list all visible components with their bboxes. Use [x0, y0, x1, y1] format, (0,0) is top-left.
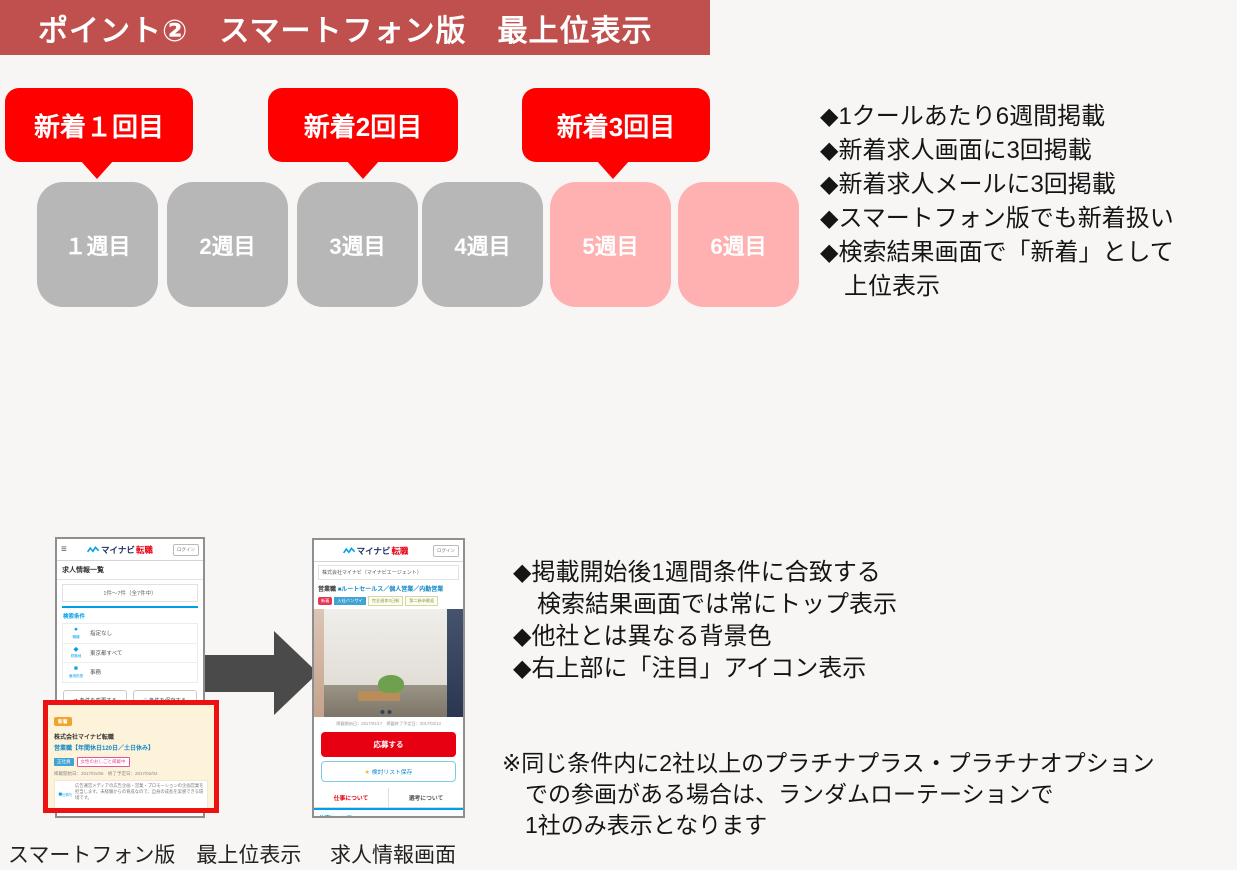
star-icon: ★ — [364, 770, 370, 776]
condition-list: ●職種 指定なし ◆勤務地 東京都すべて ■雇用形態 事務 — [62, 623, 198, 683]
tab-about-selection[interactable]: 選考について — [388, 788, 463, 807]
condition-row[interactable]: ◆勤務地 東京都すべて — [63, 644, 197, 663]
bullet-item: 上位表示 — [820, 273, 940, 300]
tab-about-work[interactable]: 仕事について — [333, 796, 369, 802]
job-title-link[interactable]: 営業職【年間休日120日／土日休み】 — [54, 746, 155, 752]
bullet-item: ◆掲載開始後1週間条件に合致する — [513, 559, 881, 586]
bullet-item: ◆1クールあたり6週間掲載 — [820, 103, 1106, 130]
week-box-5: 5週目 — [550, 182, 671, 307]
callout-tail-1 — [80, 160, 114, 179]
caption-right: 求人情報画面 — [330, 844, 456, 867]
section-heading: 仕事について — [314, 808, 463, 816]
bullet-item: ◆右上部に「注目」アイコン表示 — [513, 655, 867, 682]
condition-row[interactable]: ●職種 指定なし — [63, 624, 197, 644]
save-to-list-button[interactable]: ★検討リスト保存 — [321, 761, 456, 782]
hamburger-menu-icon[interactable]: ≡ — [61, 543, 67, 555]
week-box-3: 3週目 — [297, 182, 418, 307]
divider — [62, 606, 198, 608]
callout-tail-2 — [346, 160, 380, 179]
result-count: 1件～7件（全7件中） — [62, 584, 198, 602]
transition-arrow-head — [274, 631, 318, 715]
search-conditions-label: 検索条件 — [63, 614, 86, 620]
listing-dates: 掲載開始日：2017/01/06 終了予定日：2017/02/02 — [54, 771, 158, 776]
mynavi-logo-mark — [86, 545, 100, 553]
job-description-row: ■仕事内容 広告運営メディアの広告企画・営業・プロモーションの企画営業を担当しま… — [54, 780, 208, 808]
section1-bullet-list: ◆1クールあたり6週間掲載 ◆新着求人画面に3回掲載 ◆新着求人メールに3回掲載… — [820, 100, 1174, 304]
list-icon: ■ — [74, 665, 78, 672]
briefcase-icon: ■ — [58, 792, 63, 798]
caption-left: スマートフォン版 最上位表示 — [8, 844, 302, 867]
listing-dates: 掲載開始日：2017/01/17 掲載終了予定日：2017/02/13 — [336, 721, 441, 726]
person-icon: ● — [74, 626, 78, 633]
logo-suffix: 転職 — [391, 545, 409, 556]
mynavi-logo: マイナビ転職 — [342, 545, 409, 557]
new-badge: 新着 — [318, 597, 333, 605]
feature-badge: 入社バンザイ — [334, 597, 366, 605]
page-title: 求人情報一覧 — [57, 561, 203, 580]
section2-bullet-list: ◆掲載開始後1週間条件に合致する 検索結果画面では常にトップ表示 ◆他社とは異な… — [513, 557, 897, 685]
bullet-item: ◆検索結果画面で「新着」として — [820, 239, 1174, 266]
office-photo — [314, 609, 463, 717]
phone-header: マイナビ転職 ログイン — [314, 540, 463, 562]
logo-text: マイナビ — [100, 544, 135, 555]
phone-screenshot-job-detail: マイナビ転職 ログイン 株式会社マイナビ（マイナビエージェント） 営業職 ■ルー… — [312, 538, 465, 818]
callout-shinchaku-3: 新着3回目 — [522, 88, 710, 162]
login-button[interactable]: ログイン — [432, 544, 459, 557]
mynavi-logo: マイナビ転職 — [86, 544, 153, 556]
rotation-note: ※同じ条件内に2社以上のプラチナプラス・プラチナオプション での参画がある場合は… — [502, 750, 1155, 838]
logo-text: マイナビ — [356, 545, 391, 556]
company-name: 株式会社マイナビ（マイナビエージェント） — [318, 565, 459, 580]
highlighted-top-listing-card: 新着 株式会社マイナビ転職 営業職【年間休日120日／土日休み】 正社員 女性の… — [43, 700, 219, 813]
photo-carousel-next[interactable] — [447, 609, 463, 717]
condition-value: 事務 — [90, 670, 102, 677]
section2-header: ポイント② スマートフォン版 最上位表示 — [0, 0, 710, 55]
week-box-2: 2週目 — [167, 182, 288, 307]
callout-tail-3 — [596, 160, 630, 179]
carousel-dots[interactable] — [380, 710, 391, 714]
week-box-1: １週目 — [37, 182, 158, 307]
location-icon: ◆ — [73, 645, 79, 653]
week-box-6: 6週目 — [678, 182, 799, 307]
women-listing-badge: 女性のおしごと掲載中 — [76, 757, 130, 767]
employment-type-badge: 正社員 — [54, 758, 74, 766]
bullet-item: ◆他社とは異なる背景色 — [513, 623, 772, 650]
plant-decor — [378, 675, 405, 693]
logo-suffix: 転職 — [135, 544, 153, 555]
transition-arrow — [205, 655, 275, 692]
condition-row[interactable]: ■雇用形態 事務 — [69, 665, 102, 678]
job-title: 営業職 ■ルートセールス／個人営業／内勤営業 — [318, 587, 444, 593]
photo-carousel-prev[interactable] — [314, 609, 324, 717]
phone-header: ≡ マイナビ転職 ログイン — [57, 539, 203, 561]
condition-value: 指定なし — [90, 631, 113, 638]
bullet-item: ◆新着求人メールに3回掲載 — [820, 171, 1116, 198]
week-box-4: 4週目 — [422, 182, 543, 307]
new-badge: 新着 — [54, 717, 72, 726]
bullet-item: ◆スマートフォン版でも新着扱い — [820, 205, 1174, 232]
condition-value: 東京都すべて — [90, 650, 123, 657]
second-grad-badge: 第二新卒歓迎 — [405, 596, 439, 606]
bullet-item: 検索結果画面では常にトップ表示 — [513, 591, 897, 618]
apply-button[interactable]: 応募する — [321, 732, 456, 757]
company-name: 株式会社マイナビ転職 — [54, 735, 114, 741]
callout-shinchaku-2: 新着2回目 — [268, 88, 458, 162]
callout-shinchaku-1: 新着１回目 — [5, 88, 193, 162]
bullet-item: ◆新着求人画面に3回掲載 — [820, 137, 1092, 164]
holiday-badge: 完全週休2日制 — [367, 596, 404, 606]
mynavi-logo-mark — [342, 546, 355, 554]
login-button[interactable]: ログイン — [172, 543, 199, 556]
